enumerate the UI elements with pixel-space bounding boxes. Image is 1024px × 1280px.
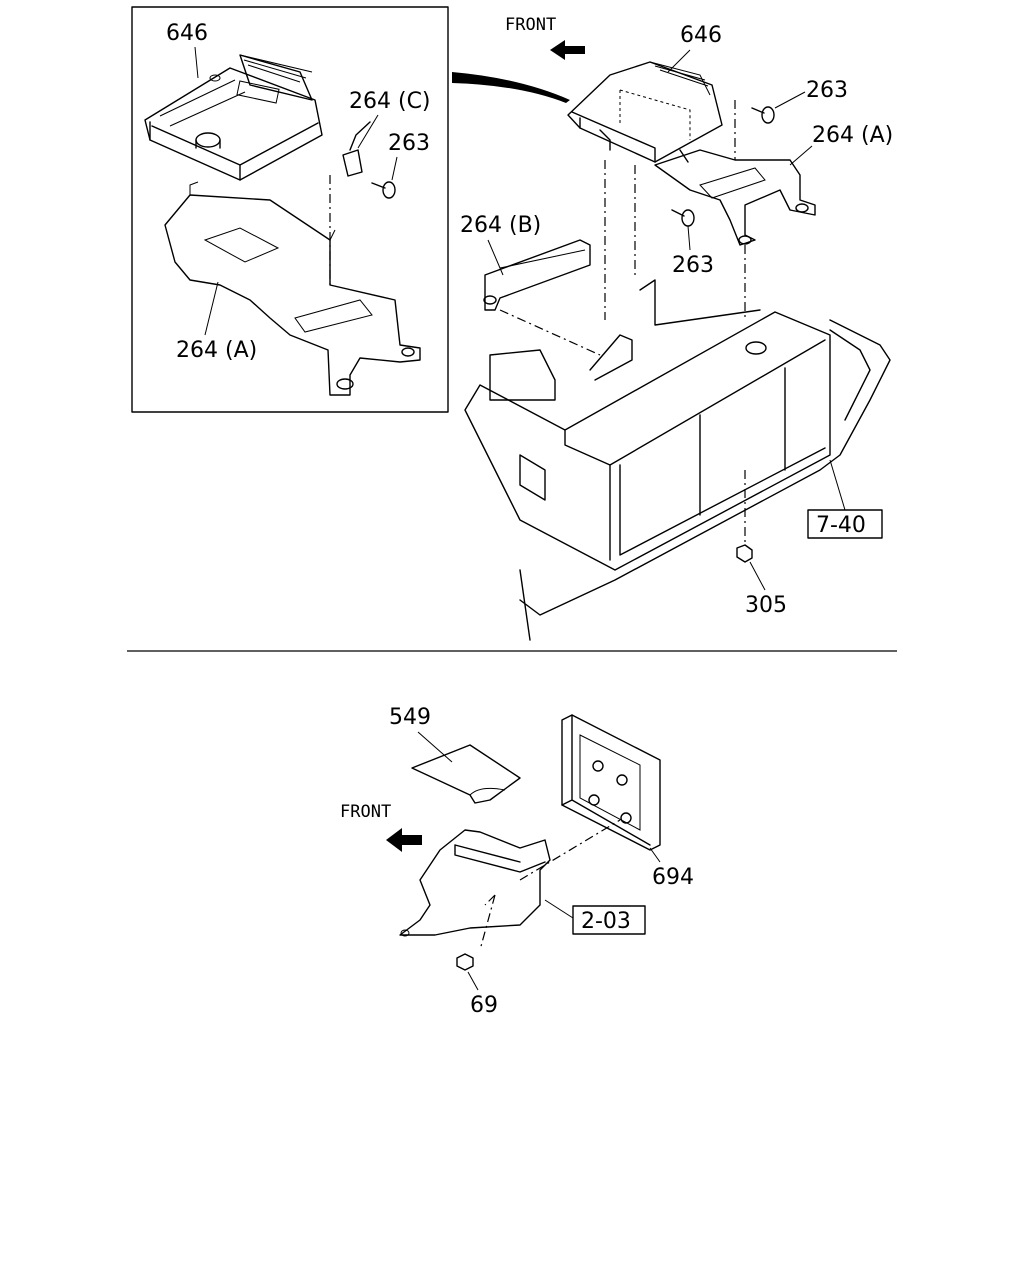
- inset-ecu-drawing: [144, 54, 323, 181]
- main-assembly: FRONT 646 263 264 (A): [460, 15, 893, 641]
- main-bolt-lower-drawing: [671, 209, 695, 227]
- inset-clip-264c-drawing: [342, 121, 371, 177]
- nut-305-icon: [736, 544, 753, 563]
- module-label: 694: [652, 865, 694, 890]
- ref-box-2-03-label: 2-03: [581, 909, 631, 934]
- ref-box-2-03[interactable]: [572, 905, 646, 935]
- nut-label: 69: [470, 993, 498, 1018]
- inset-bolt-label: 263: [388, 131, 430, 156]
- main-bolt-upper-drawing: [751, 106, 775, 124]
- front-label-bottom: FRONT: [340, 802, 391, 822]
- inset-frame: [131, 6, 449, 413]
- inset-bolt-drawing: [371, 181, 396, 199]
- inset-bracket-label: 264 (A): [176, 338, 257, 363]
- nut-69-icon: [456, 953, 474, 971]
- main-bracket-b-label: 264 (B): [460, 213, 541, 238]
- front-label-top: FRONT: [505, 15, 556, 35]
- inset-bracket-drawing: [164, 175, 421, 396]
- main-nut-label: 305: [745, 593, 787, 618]
- main-bolt-upper-label: 263: [806, 78, 848, 103]
- sheet-549-drawing: [411, 744, 521, 804]
- callout-arrow: [452, 72, 570, 103]
- bottom-bracket-drawing: [399, 829, 551, 951]
- inset-clip-label: 264 (C): [349, 89, 431, 114]
- chassis-frame-drawing: [464, 279, 891, 641]
- main-ecu-drawing: [567, 61, 723, 163]
- main-bracket-b-drawing: [483, 160, 636, 356]
- main-ecu-label: 646: [680, 23, 722, 48]
- main-bracket-a-drawing: [654, 100, 816, 320]
- bottom-assembly: FRONT 549 694 2-03: [340, 705, 694, 1018]
- sheet-label: 549: [389, 705, 431, 730]
- front-arrow-icon: [550, 40, 585, 60]
- inset-detail: 646 264 (C) 263 264 (A): [131, 6, 449, 413]
- main-bolt-lower-label: 263: [672, 253, 714, 278]
- front-arrow-icon: [386, 828, 422, 852]
- main-bracket-a-label: 264 (A): [812, 123, 893, 148]
- module-694-drawing: [519, 714, 661, 881]
- inset-ecu-label: 646: [166, 21, 208, 46]
- ref-box-7-40-label: 7-40: [816, 513, 866, 538]
